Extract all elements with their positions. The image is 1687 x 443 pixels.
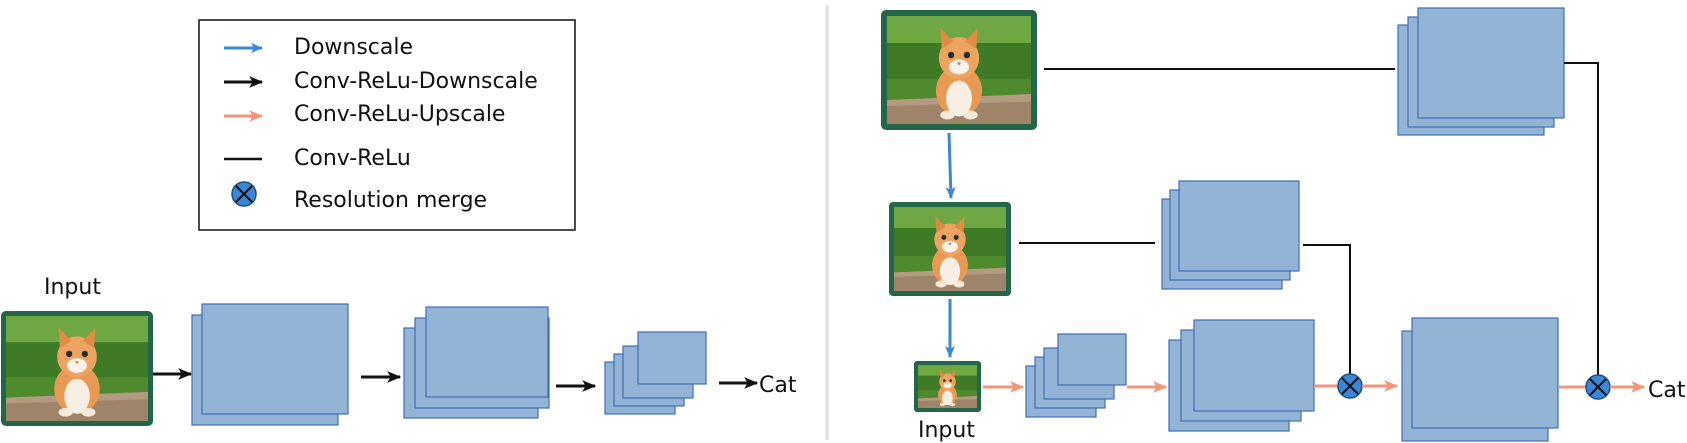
legend-label-conv-relu-upscale: Conv-ReLu-Upscale xyxy=(294,102,505,127)
left-output-label: Cat xyxy=(759,373,797,398)
merge-circle-2-icon xyxy=(1585,374,1611,400)
right-photo-medium xyxy=(889,202,1011,296)
right-bottom-feature-block-1 xyxy=(1025,333,1127,418)
right-photo-large xyxy=(881,10,1037,130)
left-feature-block-3 xyxy=(604,331,707,415)
left-input-photo xyxy=(1,311,153,426)
top-skip-connection xyxy=(1564,62,1599,380)
right-output-label: Cat xyxy=(1648,378,1686,403)
legend-label-resolution-merge: Resolution merge xyxy=(294,188,487,213)
merge-circle-1-icon xyxy=(1337,373,1363,399)
middle-skip-connection xyxy=(1303,244,1351,376)
legend-label-conv-relu: Conv-ReLu xyxy=(294,146,411,171)
downscale-arrow-1 xyxy=(945,132,956,199)
resolution-merge-icon xyxy=(231,181,257,207)
right-network: Input xyxy=(881,7,1686,443)
legend: Downscale Conv-ReLu-Downscale Conv-ReLu-… xyxy=(198,19,576,231)
left-feature-block-1 xyxy=(191,303,349,426)
legend-label-downscale: Downscale xyxy=(294,35,413,60)
legend-box xyxy=(198,19,576,231)
right-top-feature-block xyxy=(1397,7,1565,136)
right-bottom-feature-block-2 xyxy=(1168,319,1315,432)
right-photo-small xyxy=(914,361,981,412)
right-middle-feature-block xyxy=(1161,180,1300,290)
right-bottom-feature-block-3 xyxy=(1401,317,1559,442)
left-network: Input Cat xyxy=(1,275,797,426)
legend-label-conv-relu-downscale: Conv-ReLu-Downscale xyxy=(294,69,538,94)
left-input-label: Input xyxy=(44,275,101,300)
right-input-label: Input xyxy=(918,418,975,443)
left-feature-block-2 xyxy=(403,306,550,419)
